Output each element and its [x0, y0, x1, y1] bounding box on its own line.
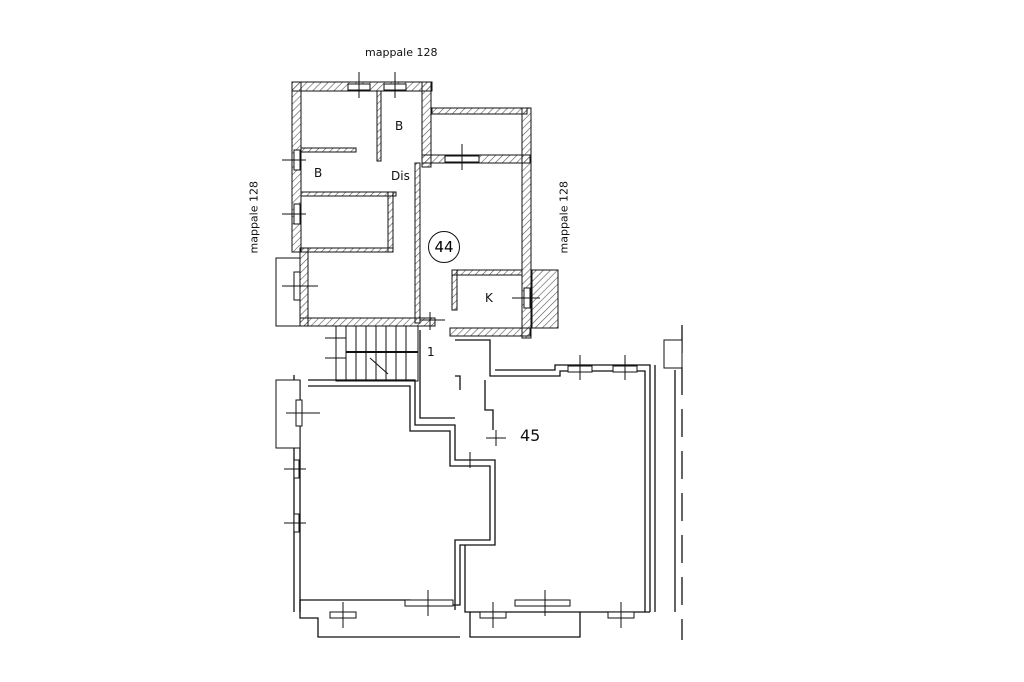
unit-44-badge: 44 [428, 231, 460, 263]
window-markers [275, 72, 683, 628]
room-b-upper-label: B [395, 119, 404, 133]
staircase [335, 325, 419, 382]
stair-1-label: 1 [427, 345, 435, 359]
mappale-right-label: mappale 128 [557, 181, 571, 254]
unit-44-label: 44 [434, 238, 454, 256]
room-dis-label: Dis [391, 169, 410, 183]
room-b-lower-label: B [314, 166, 323, 180]
unit-44-walls [291, 81, 559, 339]
mappale-left-label: mappale 128 [247, 181, 261, 254]
unit-45-label: 45 [520, 426, 541, 445]
mappale-top-label: mappale 128 [365, 46, 438, 59]
lower-floor-walls [293, 325, 683, 640]
room-k-label: K [485, 291, 493, 305]
